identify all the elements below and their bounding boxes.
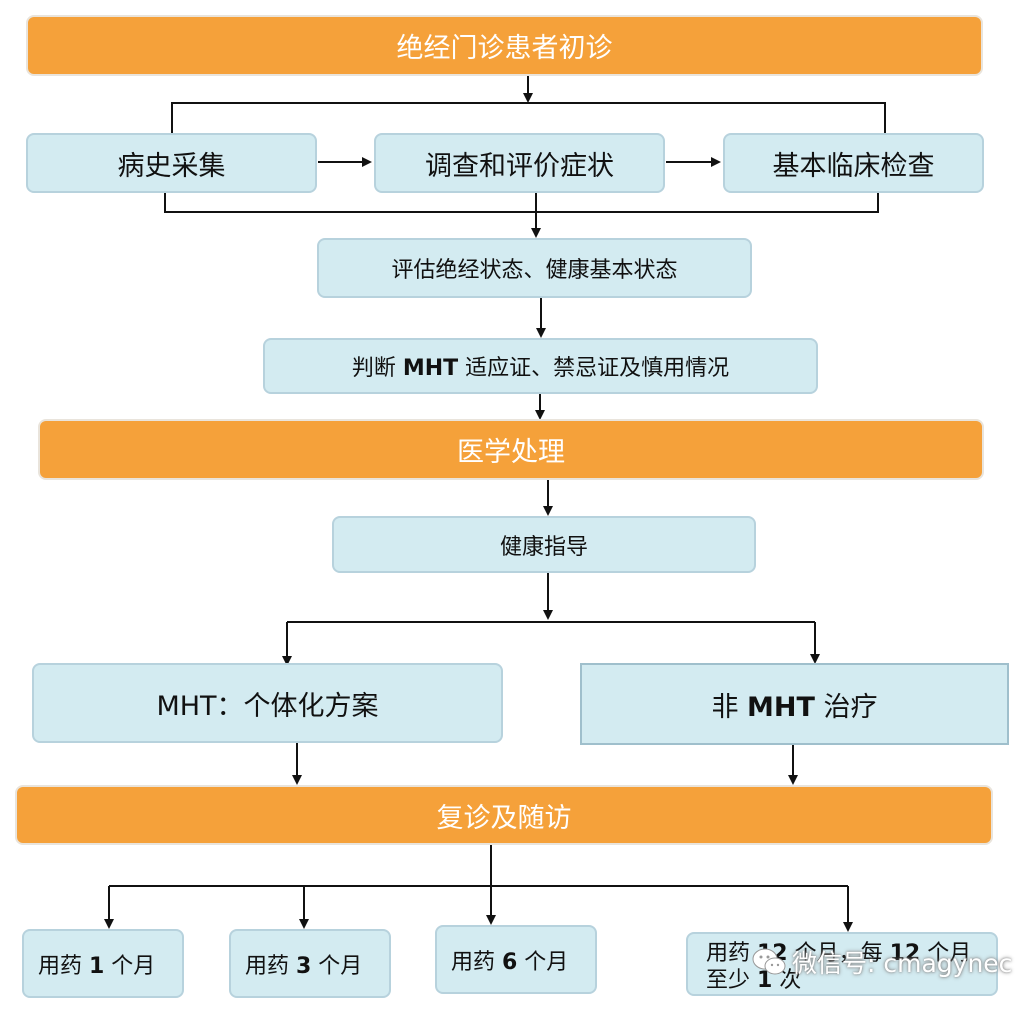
node-12-month: 用药 12 个月，每 12 个月 至少 1 次 (686, 932, 998, 996)
node-label: 用药 3 个月 (245, 948, 362, 980)
label-part: 次 (772, 968, 802, 993)
node-label: 用药 6 个月 (451, 944, 568, 976)
label-part: 非 (711, 691, 748, 723)
node-label: 绝经门诊患者初诊 (396, 33, 613, 64)
node-3-month: 用药 3 个月 (229, 929, 391, 998)
watermark-text: 微信号: cmagynec (792, 949, 1013, 978)
node-label-line-2: 至少 1 次 (706, 967, 986, 994)
node-symptoms: 调查和评价症状 (374, 133, 665, 193)
node-medical: 医学处理 (38, 419, 984, 480)
node-6-month: 用药 6 个月 (435, 925, 597, 994)
label-part: 个月，每 (787, 941, 890, 966)
node-mht-plan: MHT：个体化方案 (32, 663, 503, 743)
bracket-top (171, 102, 886, 133)
node-label: 健康指导 (499, 534, 588, 560)
label-part: 用药 (38, 953, 89, 979)
label-bold: MHT (747, 691, 815, 723)
node-label: MHT：个体化方案 (156, 690, 379, 722)
label-part: 个月 (311, 953, 363, 979)
label-bold: 1 (757, 968, 773, 993)
node-label: 非 MHT 治疗 (711, 685, 877, 724)
label-part: 个月 (104, 953, 156, 979)
label-bold: 3 (296, 953, 312, 979)
label-part: 适应证、禁忌证及慎用情况 (458, 356, 730, 381)
node-guidance: 健康指导 (332, 516, 756, 573)
watermark: 微信号: cmagynec (752, 944, 1012, 980)
label-part: 至少 (706, 968, 757, 993)
label-part: 判断 (351, 356, 403, 381)
node-assess: 评估绝经状态、健康基本状态 (317, 238, 752, 298)
wechat-icon (752, 948, 786, 975)
node-exam: 基本临床检查 (723, 133, 984, 193)
node-followup: 复诊及随访 (15, 785, 993, 845)
node-history: 病史采集 (26, 133, 317, 193)
label-bold: 6 (502, 949, 518, 975)
label-part: 个月 (517, 949, 569, 975)
label-bold: 12 (889, 941, 921, 966)
node-judge: 判断 MHT 适应证、禁忌证及慎用情况 (263, 338, 818, 394)
node-1-month: 用药 1 个月 (22, 929, 184, 998)
label-bold: 1 (89, 953, 105, 979)
label-part: 用药 (706, 941, 757, 966)
node-initial-visit: 绝经门诊患者初诊 (26, 15, 983, 76)
node-label: 复诊及随访 (436, 802, 572, 834)
node-label: 基本临床检查 (772, 150, 935, 182)
node-label: 医学处理 (457, 437, 565, 468)
node-non-mht: 非 MHT 治疗 (580, 663, 1009, 745)
bracket-bottom (164, 193, 879, 213)
node-label: 评估绝经状态、健康基本状态 (391, 258, 678, 283)
label-part: 用药 (245, 953, 296, 979)
label-part: 个月 (920, 941, 972, 966)
label-bold: MHT (402, 356, 459, 381)
label-part: 用药 (451, 949, 502, 975)
label-part: 治疗 (814, 691, 878, 723)
node-label: 判断 MHT 适应证、禁忌证及慎用情况 (352, 350, 729, 382)
node-label: 病史采集 (117, 150, 226, 182)
node-label: 用药 1 个月 (38, 948, 155, 980)
node-label: 调查和评价症状 (425, 150, 614, 182)
